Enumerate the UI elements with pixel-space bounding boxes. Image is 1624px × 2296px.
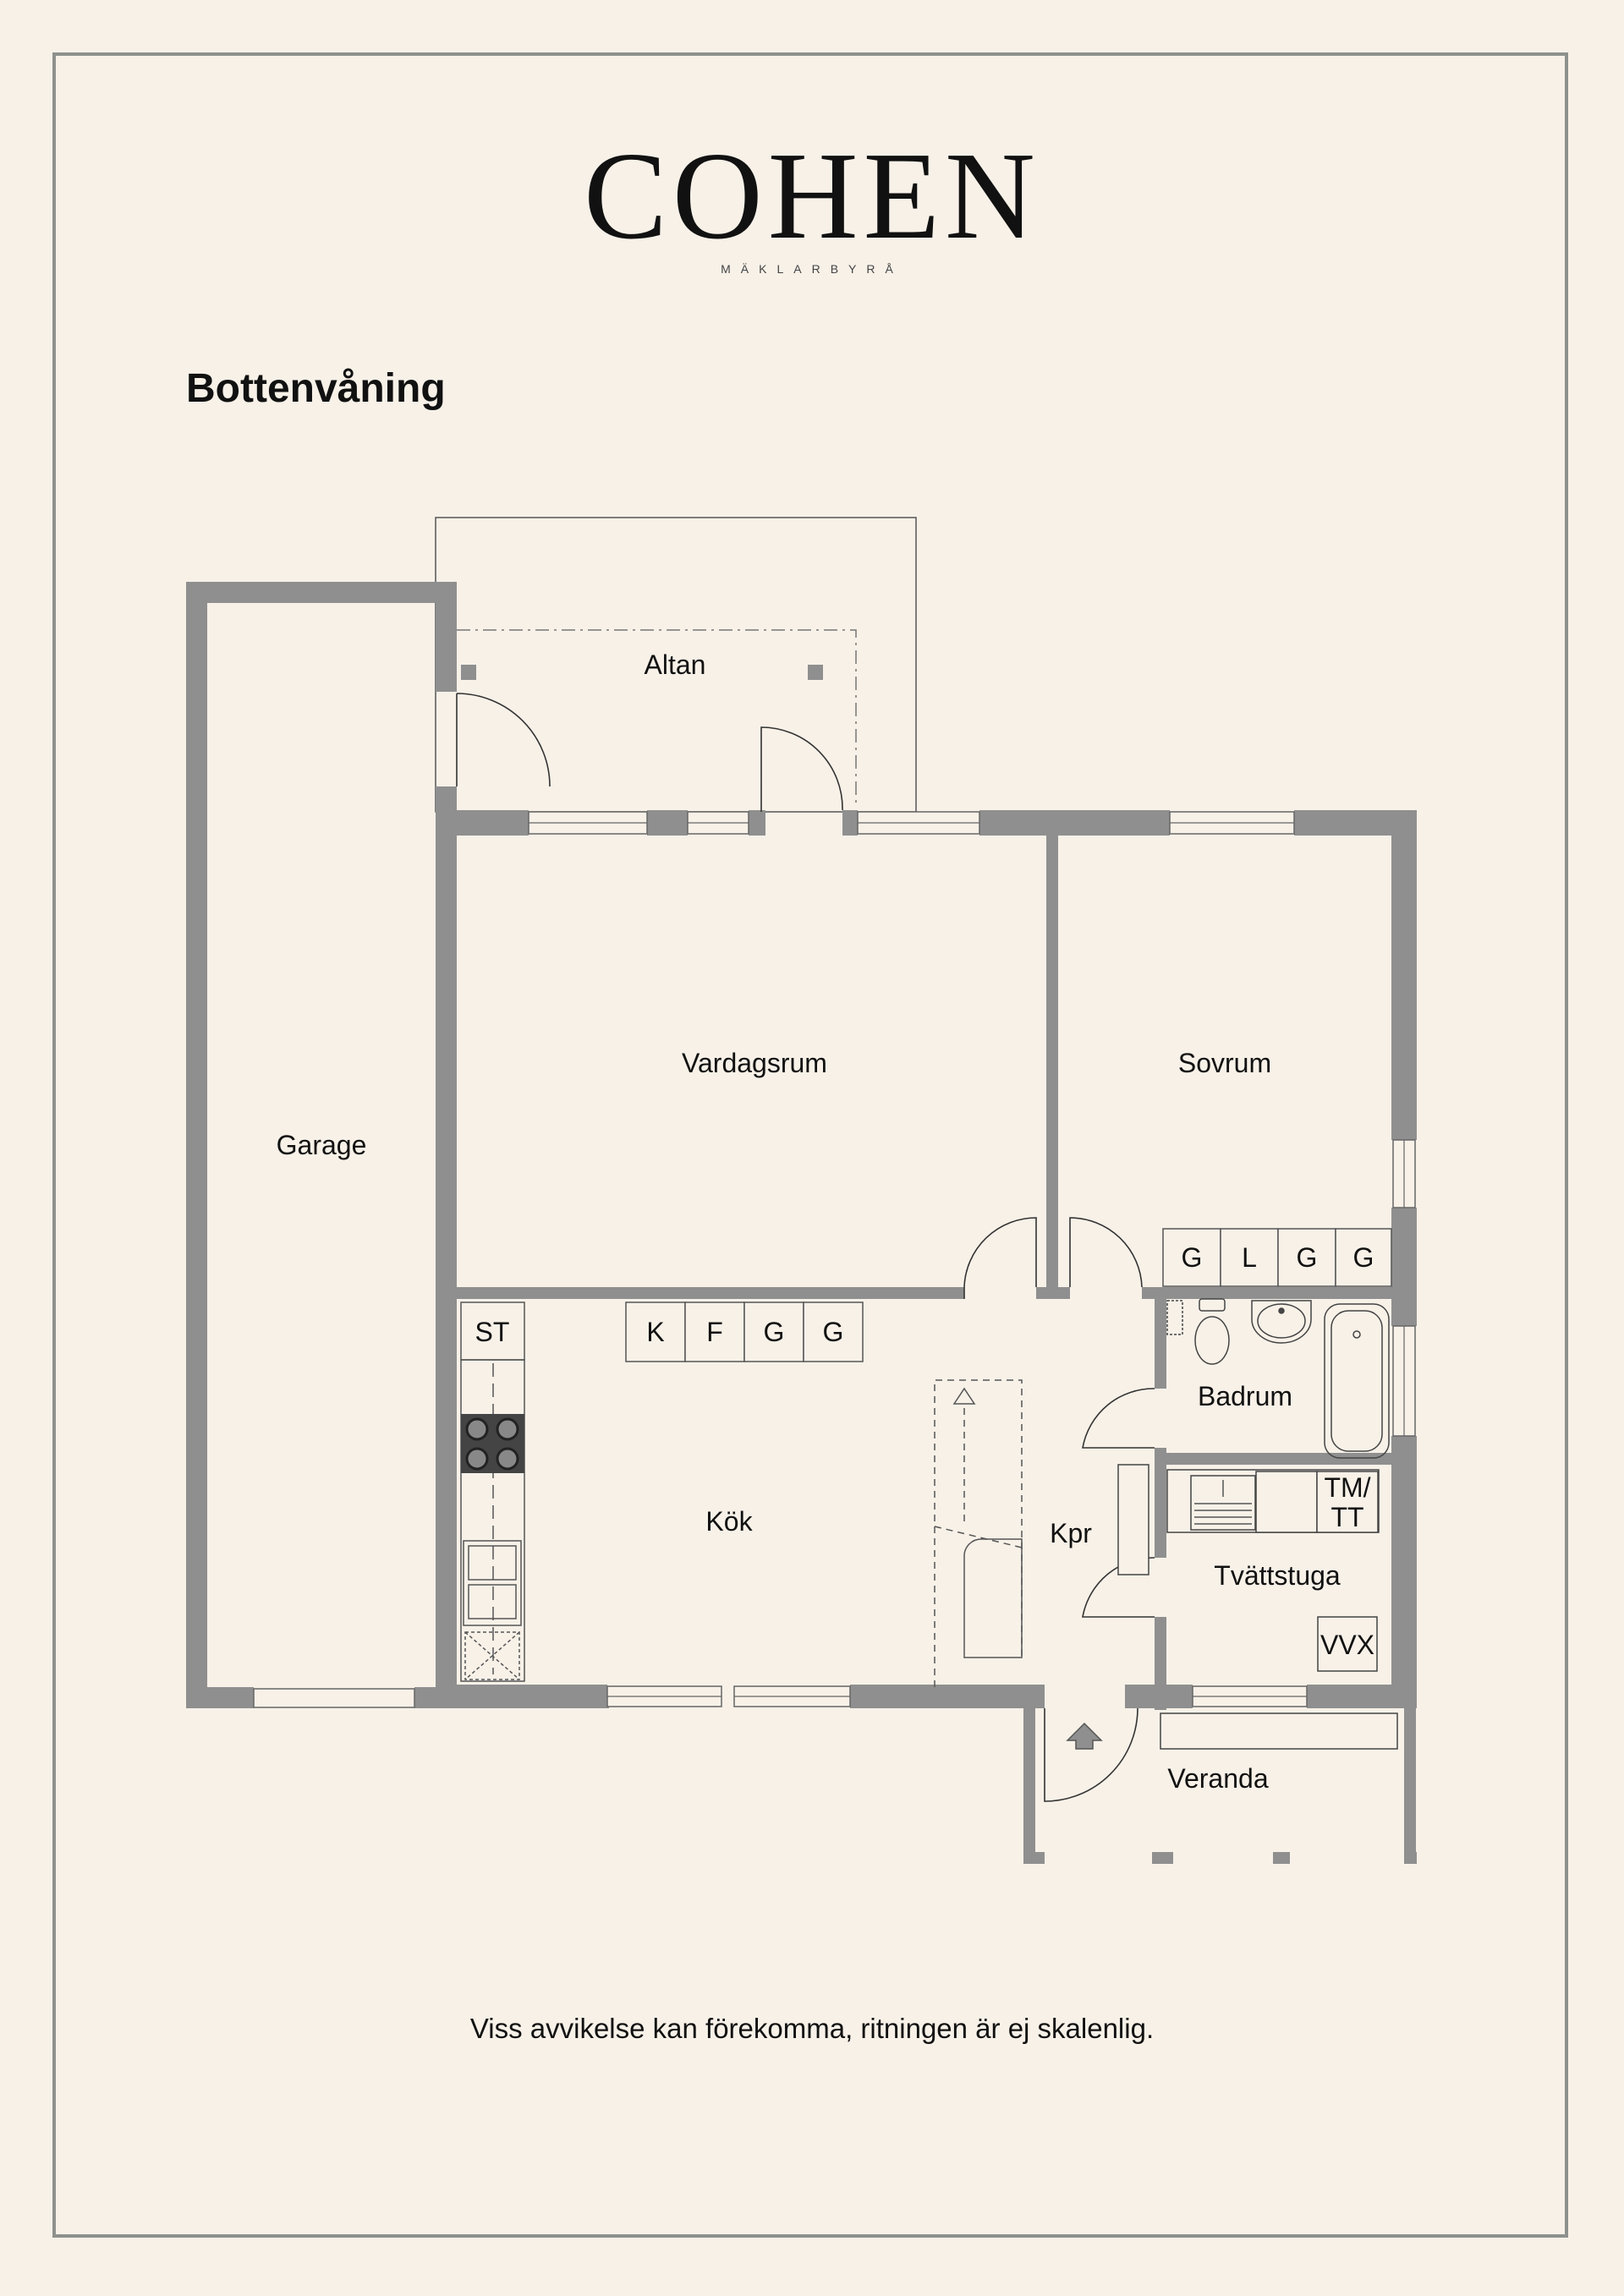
closet-label-g-s1: G [1182,1242,1203,1273]
kitchen-counter [460,1301,525,1682]
closet-label-g-s3: G [1353,1242,1374,1273]
closet-label-g-s2: G [1297,1242,1318,1273]
room-label-veranda: Veranda [1167,1763,1268,1794]
staircase [934,1379,1023,1687]
closet-label-f: F [706,1317,723,1347]
tm-tt-label-line2: TT [1330,1502,1363,1532]
closet-label-l: L [1242,1242,1257,1273]
stove-icon [461,1414,524,1473]
floor-title: Bottenvåning [186,366,446,411]
bathroom-fixtures [1166,1298,1390,1459]
tm-tt-label: TM/ [1324,1472,1370,1503]
closet-label-k: K [646,1317,664,1347]
closet-label-g1: G [764,1317,785,1347]
brand-tagline: MÄKLARBYRÅ [721,262,903,276]
room-label-badrum: Badrum [1198,1381,1292,1411]
page-frame [52,52,1568,2238]
altan-post-left [461,665,476,680]
room-label-kpr: Kpr [1050,1518,1092,1548]
altan-roof-line [457,629,857,808]
vvx-label: VVX [1320,1630,1374,1660]
closet-label-g2: G [823,1317,844,1347]
walls [186,582,1417,1864]
altan-post-right [808,665,823,680]
room-label-garage: Garage [277,1130,367,1160]
room-label-kok: Kök [705,1506,753,1537]
disclaimer-text: Viss avvikelse kan förekomma, ritningen … [469,2013,1155,2044]
room-label-altan: Altan [645,649,706,680]
st-label: ST [475,1317,510,1347]
room-label-sovrum: Sovrum [1178,1048,1271,1078]
entrance-arrow-icon [1066,1722,1103,1750]
brand-logo: COHEN [584,127,1040,266]
doors [456,693,1155,1802]
room-label-tvattstuga: Tvättstuga [1214,1560,1341,1591]
room-label-vardagsrum: Vardagsrum [682,1048,827,1078]
